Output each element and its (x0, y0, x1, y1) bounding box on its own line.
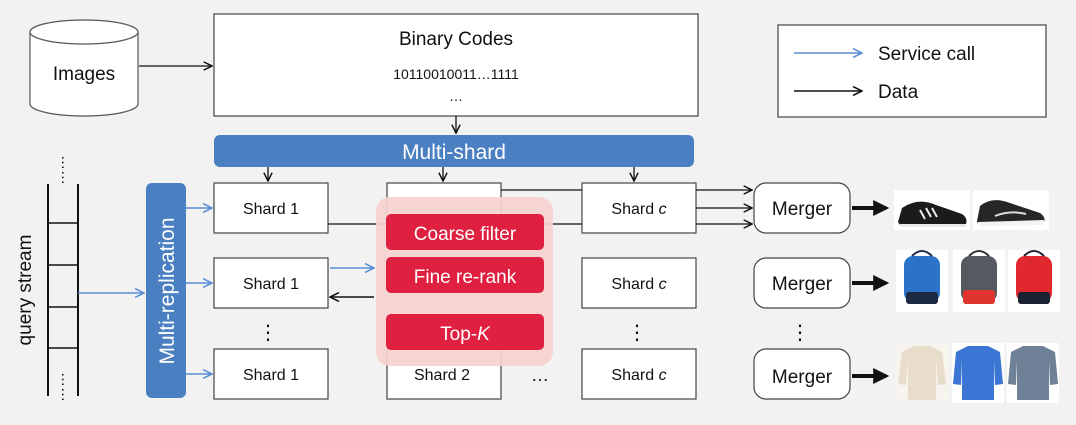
black-running-shoe-image (973, 190, 1049, 230)
blue-sweater-image (952, 343, 1004, 403)
result-row3 (896, 343, 1059, 403)
multi-shard-banner: Multi-shard (214, 135, 694, 167)
shard-colc-vdots: ⋮ (627, 322, 647, 344)
fine-rerank-label: Fine re-rank (414, 267, 517, 288)
grey-red-backpack-image (953, 250, 1005, 312)
shard-label: Shard 1 (243, 367, 299, 384)
multi-replication-banner: Multi-replication (146, 183, 186, 398)
shard-label: Shard c (611, 367, 666, 384)
shard-col1-vdots: ⋮ (258, 322, 278, 344)
multi-shard-label: Multi-shard (402, 141, 506, 164)
grey-sweater-image (1007, 343, 1059, 403)
result-row2 (896, 250, 1060, 312)
coarse-filter-label: Coarse filter (414, 224, 517, 245)
merger-vdots: ⋮ (790, 322, 810, 344)
shard-col1-row3: Shard 1 (213, 348, 329, 400)
images-database: Images (29, 19, 139, 117)
shard-col1-row2: Shard 1 (213, 257, 329, 309)
query-stream: …… …… query stream (15, 155, 79, 402)
fine-rerank-stage: Fine re-rank (386, 257, 544, 293)
blue-backpack-image (896, 250, 948, 312)
shard-hdots: … (531, 365, 549, 385)
legend-service-call: Service call (878, 44, 975, 65)
binary-codes-ellipsis: … (449, 88, 463, 104)
query-stream-top-dots: …… (58, 155, 75, 185)
pipeline-panel: Coarse filter Fine re-rank Top-K (330, 197, 553, 366)
topk-stage: Top-K (386, 314, 544, 350)
merger-row2: Merger (753, 257, 851, 309)
shard-label: Shard 1 (243, 276, 299, 293)
merger-label: Merger (772, 274, 833, 295)
shard-colc-row1: Shard c (581, 182, 697, 234)
merger-row1: Merger (753, 182, 851, 234)
multi-replication-label: Multi-replication (156, 217, 179, 364)
result-row1 (894, 190, 1049, 230)
black-sneaker-image (894, 190, 970, 230)
binary-codes-value: 10110010011…1111 (393, 66, 519, 82)
shard-label: Shard 2 (414, 367, 470, 384)
merger-label: Merger (772, 367, 833, 388)
shard-label: Shard 1 (243, 201, 299, 218)
legend: Service call Data (777, 24, 1047, 118)
legend-data: Data (878, 82, 919, 103)
red-backpack-image (1008, 250, 1060, 312)
shard-label: Shard c (611, 201, 666, 218)
shard-col1-row1: Shard 1 (213, 182, 329, 234)
query-stream-label: query stream (15, 235, 36, 346)
query-stream-bottom-dots: …… (58, 372, 75, 402)
shard-colc-row3: Shard c (581, 348, 697, 400)
shard-label: Shard c (611, 276, 666, 293)
binary-codes-title: Binary Codes (399, 29, 513, 50)
topk-label: Top-K (440, 324, 491, 345)
binary-codes-box: Binary Codes 10110010011…1111 … (213, 13, 699, 117)
merger-label: Merger (772, 199, 833, 220)
merger-row3: Merger (753, 348, 851, 400)
beige-sweater-image (896, 343, 948, 403)
coarse-filter-stage: Coarse filter (386, 214, 544, 250)
images-label: Images (53, 64, 115, 85)
shard-colc-row2: Shard c (581, 257, 697, 309)
